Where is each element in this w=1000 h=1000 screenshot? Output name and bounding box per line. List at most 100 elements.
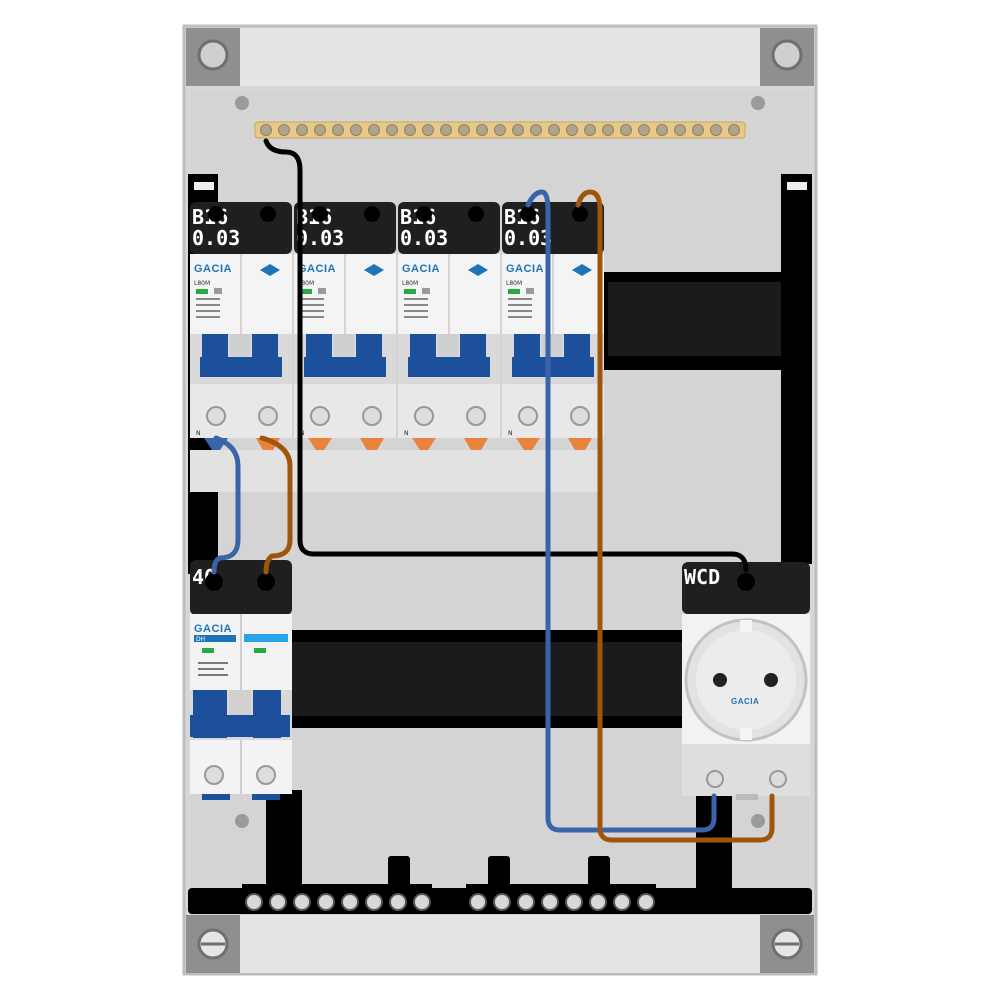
neutral-wire-main (211, 435, 241, 575)
screw-icon (706, 770, 724, 788)
screw-icon (517, 893, 535, 911)
screw-icon (565, 893, 583, 911)
screw-icon (245, 893, 263, 911)
screw-icon (570, 406, 590, 426)
screw-icon (310, 406, 330, 426)
screw-icon (413, 893, 431, 911)
screw-icon (589, 893, 607, 911)
screw-icon (197, 39, 229, 71)
screw-icon (317, 893, 335, 911)
bottom-cover (240, 915, 760, 973)
main-switch[interactable]: 40 GACIA DH (190, 560, 292, 800)
screw-icon (206, 406, 226, 426)
breaker-brand: GACIA (298, 263, 336, 275)
earth-wire (263, 138, 749, 573)
diamond-logo-icon (260, 264, 280, 276)
screw-icon (566, 124, 578, 136)
screw-icon (365, 893, 383, 911)
socket-outlet[interactable]: WCD GACIA (682, 562, 810, 800)
bottom-terminal-bar (188, 790, 812, 914)
screw-icon (458, 124, 470, 136)
screw-icon (414, 406, 434, 426)
corner-mount-top-right (760, 28, 814, 86)
corner-mount-bottom-left (186, 915, 240, 973)
screw-icon (602, 124, 614, 136)
ce-mark-icon (526, 288, 534, 294)
screw-icon (362, 406, 382, 426)
socket-brand: GACIA (731, 697, 759, 706)
screw-icon (256, 765, 276, 785)
screw-icon (512, 124, 524, 136)
screw-icon (258, 406, 278, 426)
comb-busbar-cover (190, 450, 598, 492)
screw-icon (530, 124, 542, 136)
screw-icon (368, 124, 380, 136)
screw-icon (269, 893, 287, 911)
live-wire-socket (575, 189, 775, 843)
neutral-wire-socket (525, 189, 717, 833)
screw-icon (518, 406, 538, 426)
screw-icon (235, 814, 249, 828)
screw-icon (386, 124, 398, 136)
breaker-model: L80M (298, 280, 314, 287)
diamond-logo-icon (572, 264, 592, 276)
rail-support-right (781, 174, 812, 564)
top-cover (240, 28, 760, 86)
screw-icon (638, 124, 650, 136)
screw-icon (692, 124, 704, 136)
ce-mark-icon (214, 288, 222, 294)
rail-support-left-cap (194, 182, 214, 190)
screw-icon (751, 814, 765, 828)
breaker-brand: GACIA (506, 263, 544, 275)
breaker-sensitivity: 0.03 (192, 226, 240, 250)
main-switch-model: DH (196, 636, 205, 643)
diamond-logo-icon (468, 264, 488, 276)
din-rail-top-inner (608, 282, 784, 356)
screw-icon (584, 124, 596, 136)
screw-icon (278, 124, 290, 136)
breaker-model: L80M (506, 280, 522, 287)
breaker-sensitivity: 0.03 (400, 226, 448, 250)
screw-icon (728, 124, 740, 136)
screw-icon (637, 893, 655, 911)
corner-mount-bottom-right (760, 915, 814, 973)
screw-icon (674, 124, 686, 136)
screw-icon (422, 124, 434, 136)
screw-icon (296, 124, 308, 136)
neutral-mark: N (196, 430, 201, 437)
breaker-brand: GACIA (402, 263, 440, 275)
screw-icon (350, 124, 362, 136)
wiring (211, 138, 775, 843)
breaker-sensitivity: 0.03 (296, 226, 344, 250)
screw-icon (541, 893, 559, 911)
socket-label: WCD (684, 565, 720, 589)
din-rail-middle-inner (292, 642, 684, 716)
diamond-logo-icon (364, 264, 384, 276)
live-wire-main (259, 435, 293, 575)
screw-icon (341, 893, 359, 911)
screw-icon (293, 893, 311, 911)
rail-support-right-cap (787, 182, 807, 190)
screw-icon (548, 124, 560, 136)
screw-icon (204, 765, 224, 785)
breaker-sensitivity: 0.03 (504, 226, 552, 250)
earth-busbar (254, 121, 746, 139)
screw-icon (493, 893, 511, 911)
screw-icon (613, 893, 631, 911)
screw-icon (656, 124, 668, 136)
screw-icon (710, 124, 722, 136)
screw-icon (332, 124, 344, 136)
screw-icon (440, 124, 452, 136)
screw-icon (769, 770, 787, 788)
breaker-brand: GACIA (194, 263, 232, 275)
screw-icon (620, 124, 632, 136)
screw-icon (466, 406, 486, 426)
screw-icon (771, 39, 803, 71)
screw-icon (314, 124, 326, 136)
screw-icon (469, 893, 487, 911)
